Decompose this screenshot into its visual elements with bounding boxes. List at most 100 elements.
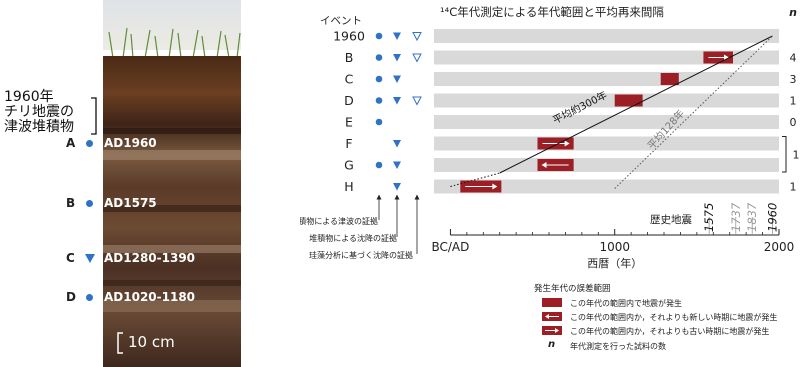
legend: 発生年代の誤差範囲 この年代の範囲内で地震が発生 この年代の範囲内か，それよりも… [534,282,802,364]
events-header: イベント [320,15,362,27]
open-triangle-marker-icon [412,32,422,42]
layer-a: A AD1960 [66,136,246,152]
event-label: B [345,50,354,65]
arrowhead-right-icon [724,54,729,61]
bar-left-arrow-swatch-icon [542,312,562,321]
proxy-label: 珪藻分析に基づく沈降の証拠 [309,250,413,260]
filled-triangle-marker-icon [393,161,401,169]
circle-marker-icon [86,140,93,147]
layer-letter: A [66,136,76,150]
layer-label: AD1280-1390 [104,251,196,265]
proxy-label: 堆積物による津波の証拠 [300,216,378,226]
circle-marker-icon [375,75,383,83]
layer-label: AD1020-1180 [104,290,196,304]
historical-year-label: 1960 [765,203,779,232]
n-symbol: n [548,339,556,350]
x-axis-label: 西暦（年） [587,256,642,270]
legend-item: n 年代測定を行った試料の数 [534,339,802,352]
legend-item: この年代の範囲内か，それよりも古い時期に地震が発生 [534,325,802,337]
x-tick-label: BC/AD [431,240,469,254]
n-header: n [789,6,797,19]
row-background [434,158,779,172]
circle-marker-icon [375,54,383,61]
legend-item: この年代の範囲内か，それよりも新しい時期に地震が発生 [534,311,802,323]
filled-triangle-marker-icon [393,32,401,40]
layer-letter: C [66,251,75,265]
trend-line-300-dotted [450,172,500,187]
historical-label: 歴史地震 [650,213,692,226]
age-range-bar [614,94,643,107]
row-background [434,115,779,129]
event-label: E [345,115,353,130]
legend-item-text: この年代の範囲内で地震が発生 [570,299,682,308]
x-tick-label: 1000 [599,240,630,254]
soil-photo [103,0,241,367]
scale-bracket-icon [117,332,123,354]
arrowhead-right-icon [564,140,570,147]
circle-marker-icon [375,161,383,169]
proxy-arrowhead-icon [394,194,400,200]
tsunami-deposit-annotation: 1960年 チリ地震の 津波堆積物 [4,90,74,135]
n-bracket-value: 1 [793,148,800,161]
layer-c: C AD1280-1390 [66,251,246,267]
circle-marker-icon [86,200,93,207]
n-value: 1 [790,181,797,194]
historical-year-label: 1575 [702,203,716,232]
row-background [434,29,779,43]
scale-bar: 10 cm [116,332,196,354]
circle-marker-icon [86,294,93,301]
proxy-label: 堆積物による沈降の証拠 [309,233,397,243]
row-background [434,136,779,151]
filled-triangle-marker-icon [393,75,401,83]
annotation-bracket [91,97,97,135]
legend-item-text: 年代測定を行った試料の数 [570,342,666,351]
event-label: 1960 [333,29,365,44]
row-background [434,72,779,86]
trend-line-300 [499,35,773,174]
row-background [434,50,779,65]
annotation-line: 津波堆積物 [4,119,74,135]
circle-marker-icon [375,97,383,104]
layer-letter: B [66,196,76,210]
layer-letter: D [66,290,76,304]
legend-item-text: この年代の範囲内か，それよりも新しい時期に地震が発生 [570,313,778,322]
n-bracket [782,136,787,173]
bar-right-arrow-swatch-icon [542,326,562,335]
annotation-line: チリ地震の [4,104,74,120]
n-value: 4 [790,52,797,65]
filled-triangle-marker-icon [393,183,401,191]
soil-photo-drawing [103,0,241,367]
filled-triangle-marker-icon [393,97,401,105]
open-triangle-marker-icon [412,96,422,106]
event-label: G [344,158,354,173]
arrowhead-left-icon [541,162,547,168]
event-label: F [345,136,352,151]
legend-item: この年代の範囲内で地震が発生 [534,297,802,309]
bar-swatch-icon [542,298,562,307]
proxy-arrowhead-icon [376,194,382,200]
chart-title: ¹⁴C年代測定による年代範囲と平均再来間隔 [440,5,664,19]
layer-b: B AD1575 [66,196,246,212]
layer-label: AD1960 [104,136,157,150]
legend-title: 発生年代の誤差範囲 [534,284,611,294]
annotation-line: 1960年 [4,89,54,105]
layer-label: AD1575 [104,196,157,210]
filled-triangle-marker-icon [393,54,401,62]
open-triangle-marker-icon [412,53,422,63]
trend-line-128 [614,35,773,189]
filled-triangle-marker-icon [393,140,401,148]
historical-year-label: 1737 [729,202,743,232]
n-value: 3 [790,73,797,86]
n-value: 1 [790,95,797,108]
age-range-bar [660,73,679,85]
scale-label: 10 cm [128,333,175,351]
triangle-marker-icon [85,254,95,263]
proxy-arrowhead-icon [414,194,420,200]
legend-item-text: この年代の範囲内か，それよりも古い時期に地震が発生 [570,327,770,336]
row-background [434,93,779,108]
layer-d: D AD1020-1180 [66,290,246,306]
historical-year-label: 1837 [745,202,759,232]
x-tick-label: 2000 [764,240,795,254]
n-value: 0 [790,116,797,129]
